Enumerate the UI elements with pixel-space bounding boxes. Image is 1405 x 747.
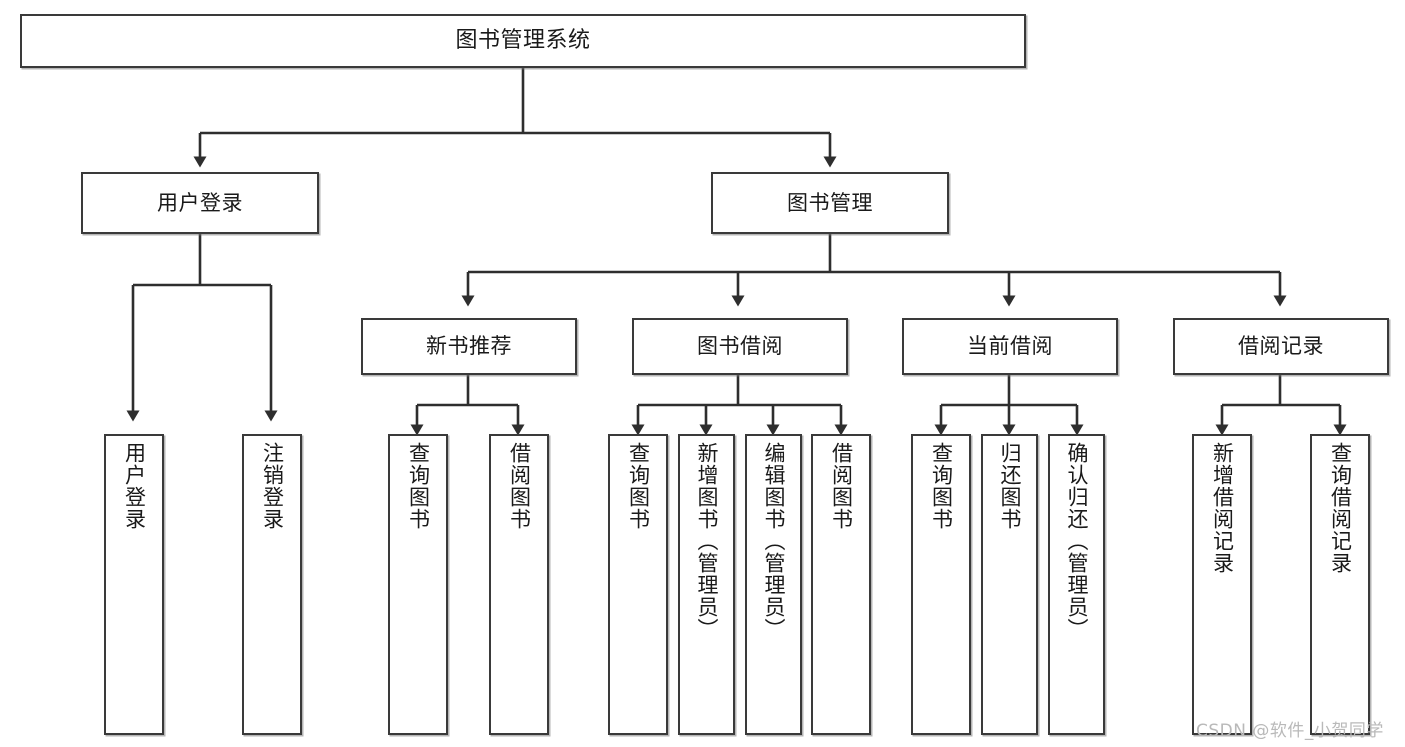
leaf-borrow-query-book[interactable]: 查询图书 [608, 434, 668, 735]
node-label: 图书管理 [787, 190, 873, 215]
leaf-borrow-borrow-book[interactable]: 借阅图书 [811, 434, 871, 735]
leaf-borrow-edit-book-admin[interactable]: 编辑图书（管理员） [745, 434, 802, 735]
node-label: 新书推荐 [426, 334, 512, 359]
node-label: 用户登录 [122, 442, 147, 530]
node-label: 图书管理系统 [455, 28, 591, 54]
node-label: 借阅图书 [507, 442, 532, 530]
node-root-book-management-system[interactable]: 图书管理系统 [20, 14, 1026, 68]
node-label: 新增借阅记录 [1210, 442, 1235, 574]
leaf-current-confirm-return-admin[interactable]: 确认归还（管理员） [1048, 434, 1105, 735]
leaf-current-return-book[interactable]: 归还图书 [981, 434, 1038, 735]
node-label: 归还图书 [998, 442, 1022, 530]
node-current-borrow[interactable]: 当前借阅 [902, 318, 1118, 375]
node-label: 当前借阅 [967, 334, 1053, 359]
node-label: 查询图书 [406, 442, 431, 530]
node-label: 编辑图书（管理员） [762, 442, 786, 640]
node-label: 用户登录 [157, 190, 243, 215]
node-label: 查询图书 [929, 442, 954, 530]
node-user-login[interactable]: 用户登录 [81, 172, 319, 234]
node-label: 注销登录 [260, 442, 285, 530]
node-label: 查询借阅记录 [1328, 442, 1353, 574]
node-borrow-record[interactable]: 借阅记录 [1173, 318, 1389, 375]
leaf-record-query-borrow-record[interactable]: 查询借阅记录 [1310, 434, 1370, 735]
leaf-new-book-borrow-book[interactable]: 借阅图书 [489, 434, 549, 735]
node-label: 查询图书 [626, 442, 651, 530]
leaf-user-login-login[interactable]: 用户登录 [104, 434, 164, 735]
node-label: 图书借阅 [697, 334, 783, 359]
node-label: 借阅记录 [1238, 334, 1324, 359]
node-book-management[interactable]: 图书管理 [711, 172, 949, 234]
leaf-record-add-borrow-record[interactable]: 新增借阅记录 [1192, 434, 1252, 735]
node-new-book-recommend[interactable]: 新书推荐 [361, 318, 577, 375]
leaf-new-book-query-book[interactable]: 查询图书 [388, 434, 448, 735]
leaf-user-login-logout[interactable]: 注销登录 [242, 434, 302, 735]
node-book-borrow[interactable]: 图书借阅 [632, 318, 848, 375]
leaf-borrow-add-book-admin[interactable]: 新增图书（管理员） [678, 434, 735, 735]
csdn-watermark: CSDN @软件_小贺同学 [1196, 721, 1384, 741]
leaf-current-query-book[interactable]: 查询图书 [911, 434, 971, 735]
node-label: 新增图书（管理员） [695, 442, 719, 640]
node-label: 确认归还（管理员） [1065, 442, 1089, 640]
node-label: 借阅图书 [829, 442, 854, 530]
